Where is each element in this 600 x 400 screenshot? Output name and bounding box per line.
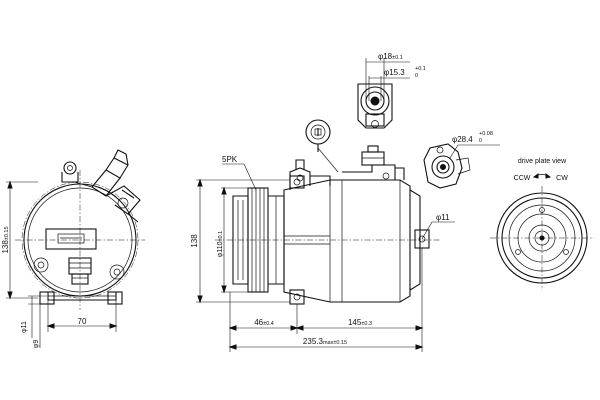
svg-text:145±0.3: 145±0.3 bbox=[348, 318, 372, 327]
svg-text:138±0.15: 138±0.15 bbox=[1, 226, 10, 253]
front-height-tol: ±0.15 bbox=[4, 226, 10, 240]
front-height-value: 138 bbox=[1, 240, 10, 254]
drive-plate-heading: drive plate view bbox=[518, 158, 567, 165]
overall-length-dim: 235.3 bbox=[303, 337, 324, 346]
mount-hole-dia-dim: φ11 bbox=[436, 213, 450, 222]
port-outer-dia-dim: φ18 bbox=[378, 52, 393, 61]
mount-width-dim: 70 bbox=[78, 317, 87, 326]
body-length-tol: ±0.3 bbox=[361, 321, 372, 327]
svg-text:φ110±0.1: φ110±0.1 bbox=[217, 231, 224, 257]
port-detail-2: φ28.4 +0.08 0 bbox=[423, 131, 500, 189]
overall-length-sub: max bbox=[323, 340, 334, 346]
body-length-dim: 145 bbox=[348, 318, 362, 327]
port2-dia-dim: φ28.4 bbox=[452, 135, 473, 144]
overall-length-tol: ±0.15 bbox=[333, 340, 347, 346]
front-view: 138±0.15 70 φ11 φ9 bbox=[1, 149, 145, 349]
side-height-dim: 138 bbox=[190, 234, 199, 248]
port-inner-tol-upper: +0.1 bbox=[415, 66, 426, 72]
svg-text:235.3max±0.15: 235.3max±0.15 bbox=[303, 337, 347, 346]
pulley-dia-dim: φ110 bbox=[217, 241, 224, 257]
ccw-label: CCW bbox=[514, 175, 531, 182]
bolt-dia-1-dim: φ11 bbox=[21, 321, 28, 333]
port-outer-tol: ±0.1 bbox=[392, 55, 403, 61]
pulley-dia-tol: ±0.1 bbox=[218, 231, 224, 242]
port2-tol-upper: +0.08 bbox=[479, 131, 493, 137]
svg-text:φ15.3: φ15.3 bbox=[384, 68, 405, 77]
port-detail-small bbox=[305, 119, 331, 152]
svg-text:φ18±0.1: φ18±0.1 bbox=[378, 52, 403, 61]
port2-tol-lower: 0 bbox=[479, 138, 482, 144]
cw-label: CW bbox=[556, 175, 568, 182]
drive-plate-view: drive plate view CCW CW bbox=[490, 158, 594, 290]
port-inner-dia-dim: φ15.3 bbox=[384, 68, 405, 77]
port-inner-tol-lower: 0 bbox=[415, 73, 418, 79]
belt-type-label: 5PK bbox=[222, 155, 238, 164]
pulley-offset-dim: 46 bbox=[254, 318, 263, 327]
port-detail-main: φ18±0.1 φ15.3 +0.1 0 bbox=[357, 52, 426, 129]
bolt-dia-2-dim: φ9 bbox=[33, 340, 40, 349]
pulley-offset-tol: ±0.4 bbox=[263, 321, 274, 327]
svg-text:46±0.4: 46±0.4 bbox=[254, 318, 274, 327]
side-view: 5PK 138 φ110±0.1 46±0.4 145±0.3 bbox=[190, 145, 455, 352]
